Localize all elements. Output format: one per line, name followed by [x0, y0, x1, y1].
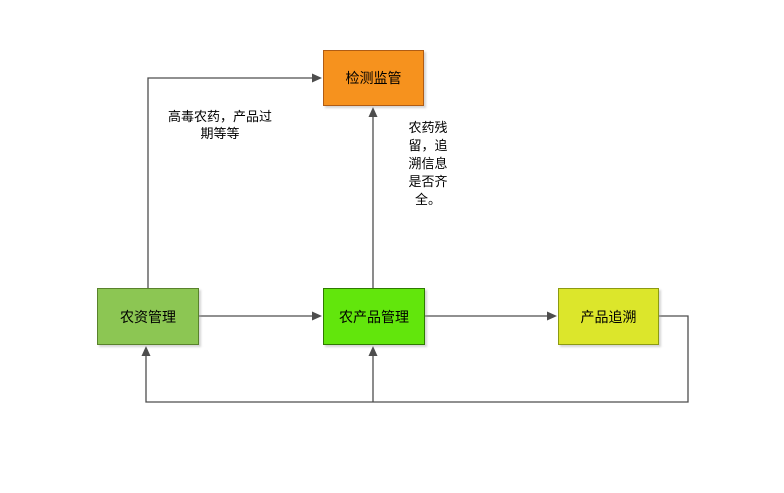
node-inspection-supervision-label: 检测监管 [345, 71, 402, 87]
arrowhead-trace-to-supply-feedback [141, 346, 151, 356]
arrowhead-supply-to-monitor [312, 73, 322, 83]
arrowhead-product-to-trace [547, 311, 557, 321]
node-agricultural-product-management-label: 农产品管理 [339, 309, 409, 326]
node-product-traceability-label: 产品追溯 [580, 309, 637, 326]
node-agricultural-supplies-management-label: 农资管理 [120, 309, 176, 326]
arrowhead-supply-to-product [312, 311, 322, 321]
node-inspection-supervision: 检测监管 [323, 50, 424, 106]
connector-trace-to-supply-feedback [145, 315, 689, 403]
arrowhead-product-to-monitor [368, 107, 378, 117]
node-agricultural-product-management: 农产品管理 [323, 288, 425, 345]
annotation-pesticide-residue: 农药残 留，追 溯信息 是否齐 全。 [408, 121, 448, 208]
connector-supply-to-monitor [147, 77, 313, 288]
node-product-traceability: 产品追溯 [558, 288, 659, 345]
annotation-toxic-pesticides: 高毒农药，产品过 期等等 [167, 110, 272, 142]
arrowhead-trace-to-product-feedback [368, 346, 378, 356]
node-agricultural-supplies-management: 农资管理 [97, 288, 199, 345]
